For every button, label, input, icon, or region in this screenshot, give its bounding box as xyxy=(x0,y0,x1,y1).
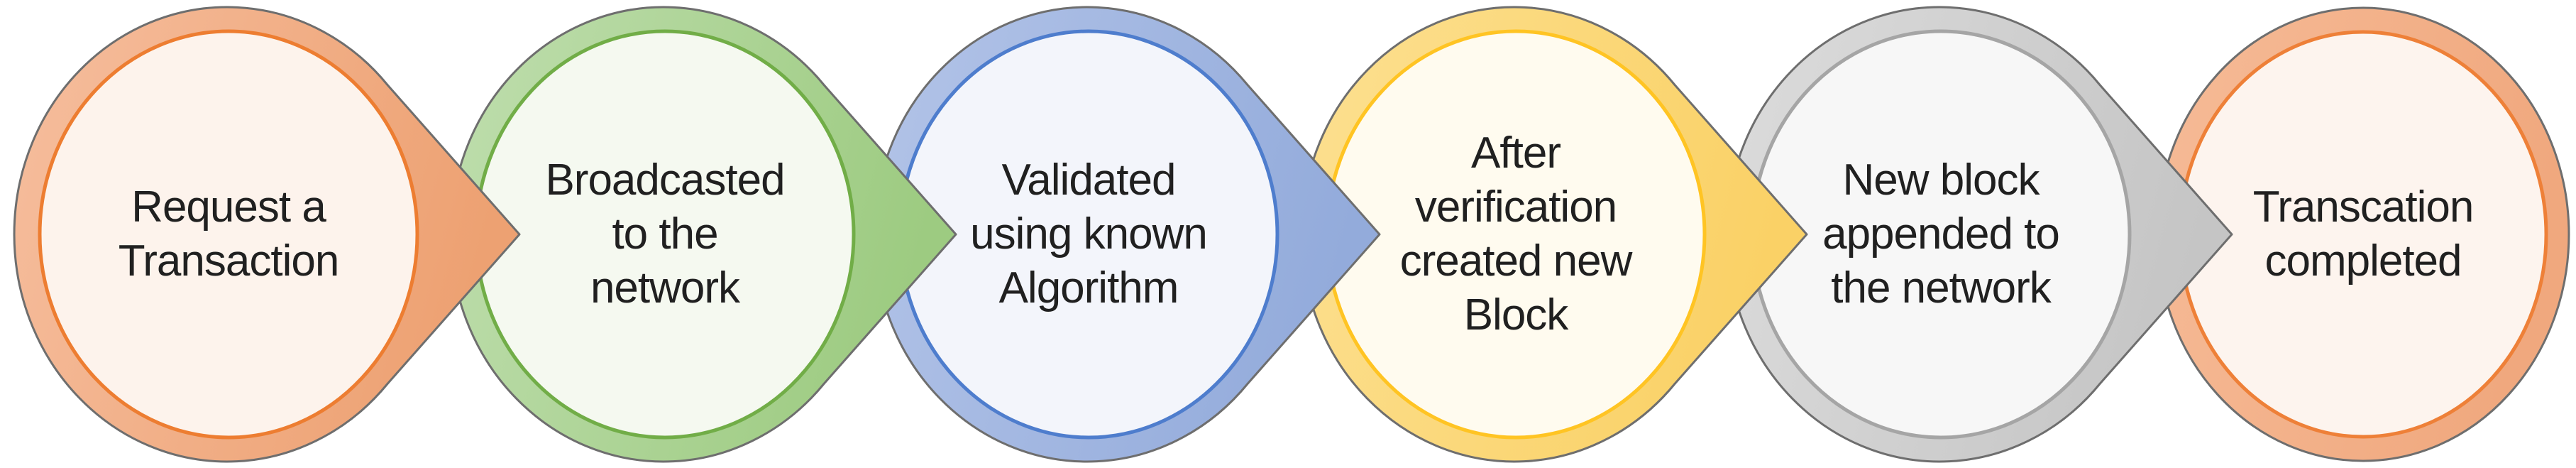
inner-circle xyxy=(474,29,856,440)
process-step-transaction-completed: Transcation completed xyxy=(2150,0,2576,468)
step-shape-svg xyxy=(873,6,1381,463)
step-shape-svg xyxy=(1300,6,1808,463)
step-shape-svg xyxy=(449,6,957,463)
process-step-request-transaction: Request a Transaction xyxy=(7,0,532,468)
inner-circle xyxy=(38,29,419,440)
step-shape-svg xyxy=(13,6,521,463)
step-shape-svg xyxy=(2156,6,2570,462)
